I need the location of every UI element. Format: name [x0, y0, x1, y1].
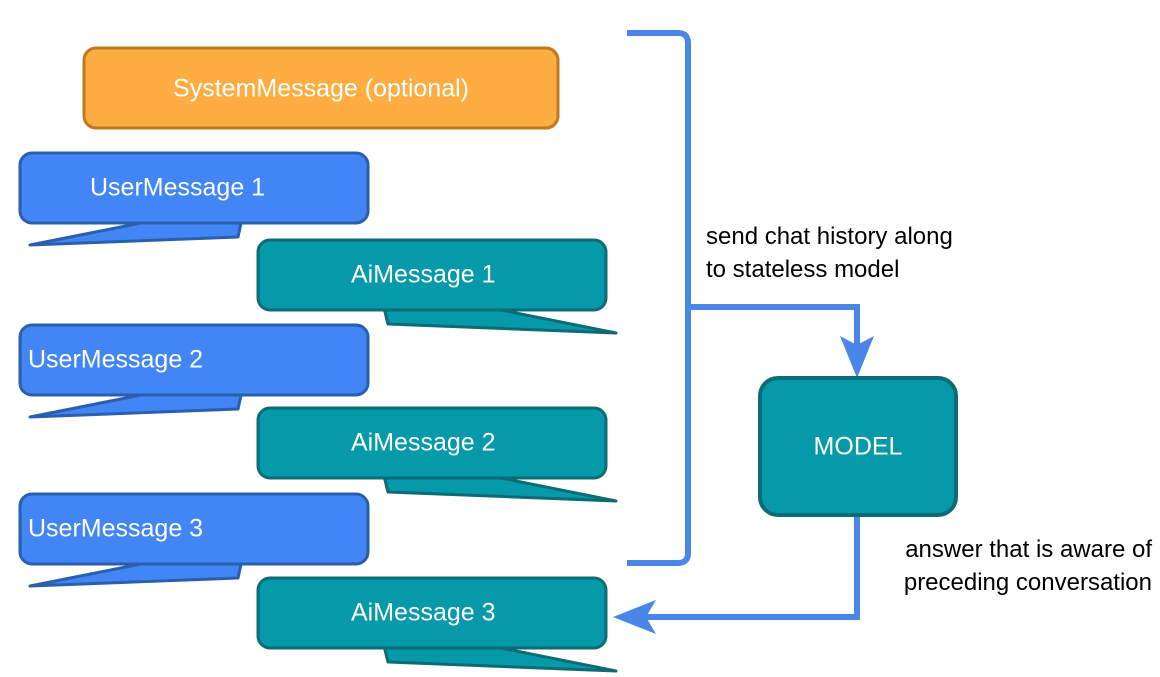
- ai-message-2-body: [256, 406, 608, 480]
- model-box-label: MODEL: [814, 433, 903, 461]
- user-message-2-bubble: UserMessage 2: [18, 323, 370, 419]
- send-history-note-line-2: to stateless model: [706, 256, 899, 283]
- user-message-1-body: [18, 151, 370, 225]
- ai-message-2-bubble: AiMessage 2: [256, 406, 618, 503]
- from-model-arrow: [613, 515, 860, 634]
- ai-message-3-body: [256, 576, 608, 650]
- ai-message-2-label: AiMessage 2: [351, 429, 496, 457]
- user-message-1-bubble: UserMessage 1: [18, 151, 370, 247]
- ai-message-1-body: [256, 238, 608, 312]
- ai-message-3-label: AiMessage 3: [351, 599, 496, 627]
- system-message-bubble: SystemMessage (optional): [82, 46, 560, 130]
- ai-message-1-bubble: AiMessage 1: [256, 238, 618, 335]
- user-message-3-label: UserMessage 3: [28, 515, 203, 543]
- user-message-1-label: UserMessage 1: [90, 174, 265, 202]
- ai-message-1-label: AiMessage 1: [351, 261, 496, 289]
- ai-message-3-bubble: AiMessage 3: [256, 576, 618, 673]
- system-message-body: [82, 46, 560, 130]
- send-history-note: send chat history along to stateless mod…: [706, 223, 953, 283]
- to-model-arrow: [688, 304, 874, 378]
- user-message-3-body: [18, 492, 370, 566]
- user-message-2-label: UserMessage 2: [28, 346, 203, 374]
- model-box: MODEL: [758, 376, 958, 517]
- history-bracket: [627, 30, 691, 566]
- system-message-label: SystemMessage (optional): [173, 75, 469, 103]
- answer-aware-note-line-1: answer that is aware of: [905, 536, 1152, 563]
- send-history-note-line-1: send chat history along: [706, 223, 953, 250]
- user-message-3-bubble: UserMessage 3: [18, 492, 370, 588]
- user-message-2-body: [18, 323, 370, 397]
- answer-aware-note-line-2: preceding conversation: [904, 569, 1152, 596]
- model-box-body: [758, 376, 958, 517]
- answer-aware-note: answer that is aware of preceding conver…: [904, 536, 1152, 596]
